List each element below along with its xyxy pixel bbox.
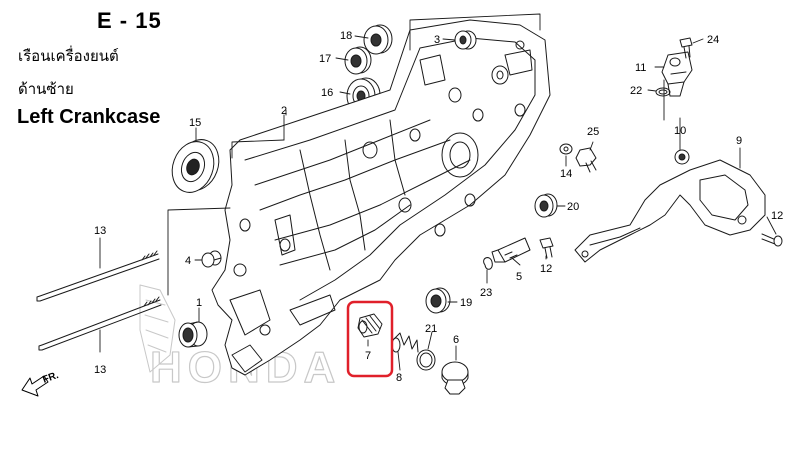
bolt-12-lower [539,237,554,259]
callout-23: 23 [480,287,492,299]
thai-title-line2: ด้านซ้าย [18,80,74,98]
callout-22: 22 [630,85,642,97]
callout-12-right: 12 [771,210,783,222]
dowel-pin-4 [201,250,222,268]
bearing-17 [344,46,372,75]
pipe-5 [491,237,531,263]
callout-4: 4 [185,255,191,267]
callout-14: 14 [560,168,572,180]
callout-19: 19 [460,297,472,309]
thai-title-line1: เรือนเครื่องยนต์ [18,47,119,65]
clip-23 [483,257,493,270]
strainer-screen-7 [357,313,383,338]
callout-11: 11 [635,62,646,74]
callout-10: 10 [674,125,686,137]
callout-15: 15 [189,117,201,129]
callout-20: 20 [567,201,579,213]
callout-6: 6 [453,334,459,346]
section-code: E - 15 [97,8,162,33]
callout-2: 2 [281,105,287,117]
callout-25: 25 [587,126,599,138]
o-ring-21 [416,349,436,371]
highlight-box-part-7 [346,300,394,378]
o-ring-22 [655,87,671,97]
oil-seal-19 [425,287,451,314]
callout-13-upper: 13 [94,225,106,237]
spring-8 [391,332,419,353]
callout-17: 17 [319,53,331,65]
callout-12-lower: 12 [540,263,552,275]
callout-7: 7 [365,350,371,362]
callout-9: 9 [736,135,742,147]
drain-plug-6 [441,361,469,395]
callout-1: 1 [196,297,202,309]
bearing-15 [171,139,220,193]
callout-18: 18 [340,30,352,42]
callout-8: 8 [396,372,402,384]
sensor-11 [661,51,693,97]
leader-lines [99,13,777,371]
stud-bolt-13-upper [36,250,160,302]
callout-24: 24 [707,34,719,46]
oil-seal-20 [534,193,558,218]
bolt-24 [679,37,693,59]
bolt-25 [575,147,597,173]
left-crankcase-body [211,19,551,376]
english-title: Left Crankcase [17,106,161,128]
needle-bearing-1 [178,321,208,348]
oil-seal-3 [454,30,477,50]
callout-5: 5 [516,271,522,283]
rubber-cap-10 [674,149,690,165]
callout-16: 16 [321,87,333,99]
bolt-12-upper [761,233,783,247]
washer-14 [559,143,573,155]
callout-13-lower: 13 [94,364,106,376]
callout-labels: 18 17 16 3 2 15 13 13 4 1 24 11 22 10 9 … [94,30,783,384]
front-label: FR. [41,370,60,386]
front-direction-arrow: FR. [21,370,60,397]
bearing-18 [363,24,393,55]
cover-bracket-9 [574,159,766,263]
callout-21: 21 [425,323,437,335]
callout-3: 3 [434,34,440,46]
stud-bolt-13-lower [38,296,162,351]
